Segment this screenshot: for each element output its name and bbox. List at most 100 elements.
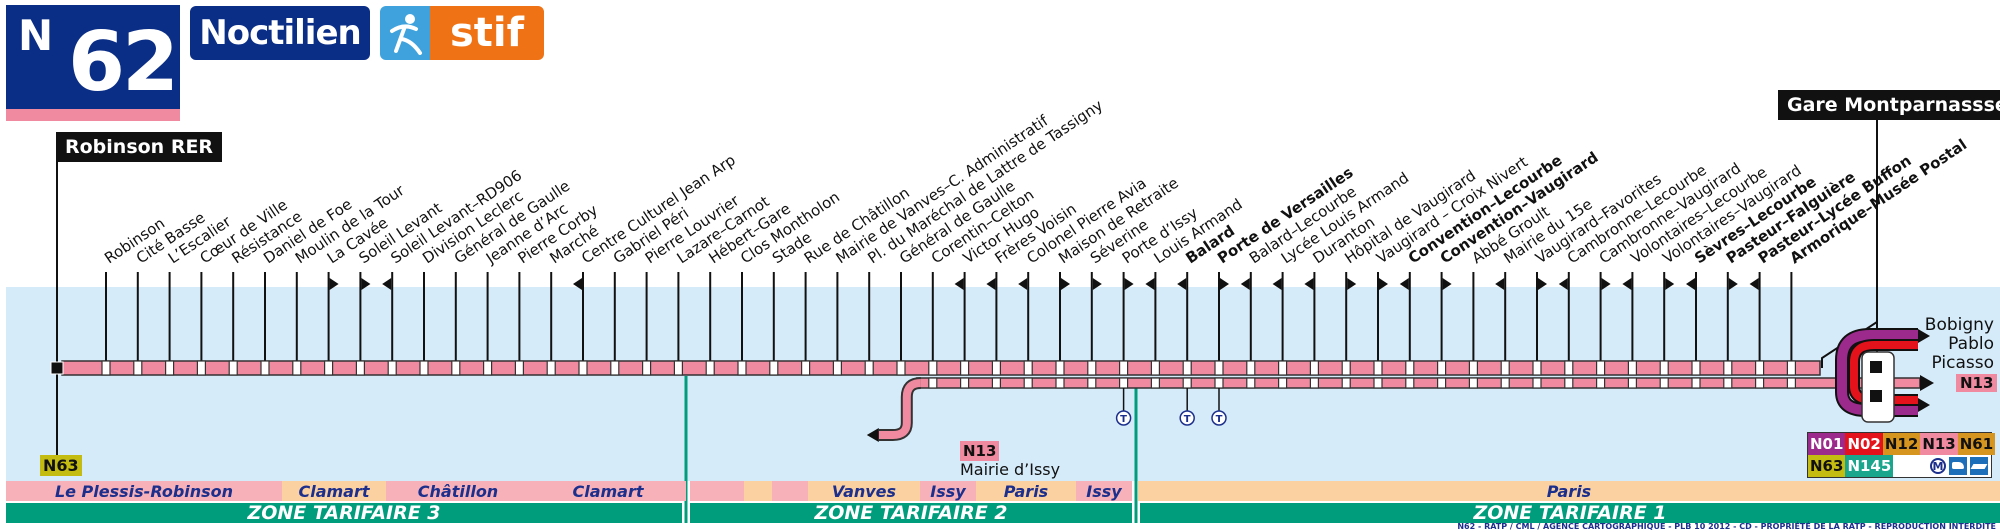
stop-marker: [451, 360, 461, 376]
direction-flag-west-icon: [1304, 278, 1314, 290]
commune-segment: Clamart: [530, 481, 686, 501]
stop-marker: [1087, 360, 1097, 376]
stop-marker: [1373, 360, 1383, 376]
direction-flag-west-icon: [1399, 278, 1409, 290]
stop-marker: [1182, 360, 1192, 376]
stop-marker: [578, 360, 588, 376]
tram-icon: [1179, 410, 1195, 426]
stop-marker: [1786, 360, 1797, 376]
connection-line-n02: N02: [1845, 433, 1883, 455]
direction-flag-east-icon: [329, 278, 339, 290]
stop-marker: [1468, 360, 1479, 376]
stop-marker-secondary: [1754, 377, 1765, 389]
branch-line-n13: [878, 379, 922, 439]
tram-icon: [1211, 410, 1227, 426]
stop-marker: [896, 360, 906, 376]
stop-marker: [705, 360, 715, 376]
fare-zone-1: ZONE TARIFAIRE 1: [1140, 502, 2000, 524]
stop-marker: [483, 360, 493, 376]
stop-marker-secondary: [1118, 377, 1129, 389]
stop-marker-secondary: [959, 377, 970, 389]
n63-connection-badge: N63: [40, 455, 82, 476]
terminus-east-stop-marker: [1870, 361, 1882, 373]
arrow-to-n13-icon: [1920, 375, 1934, 391]
stop-marker: [1532, 360, 1542, 376]
connection-line-n61: N61: [1957, 433, 1996, 455]
direction-flag-east-icon: [1061, 278, 1070, 290]
direction-flag-east-icon: [361, 278, 371, 290]
stop-marker: [1564, 360, 1574, 376]
stop-marker: [1659, 360, 1669, 376]
direction-flag-east-icon: [1538, 278, 1547, 290]
direction-flag-east-icon: [1220, 278, 1229, 290]
tram-icon: [1115, 410, 1132, 426]
transilien-train-icon: [1970, 457, 1988, 475]
stop-marker: [610, 360, 620, 376]
tram-icon-label: T: [1184, 414, 1191, 425]
direction-flag-west-icon: [1686, 278, 1695, 290]
direction-flag-west-icon: [1145, 278, 1155, 290]
stop-marker: [673, 360, 684, 376]
connection-line-n01: N01: [1808, 433, 1846, 455]
credits-text: N62 - RATP / CML / AGENCE CARTOGRAPHIQUE…: [1457, 522, 1996, 531]
stop-marker-secondary: [1659, 377, 1669, 389]
commune-segment: Issy: [1076, 481, 1132, 501]
connection-line-n145: N145: [1845, 455, 1894, 477]
direction-flag-west-icon: [1272, 278, 1282, 290]
branch-line-badge: N13: [960, 441, 1000, 461]
commune-segment: Le Plessis-Robinson: [6, 481, 282, 501]
stop-marker: [737, 360, 747, 376]
east-destination: Bobigny Pablo Picasso: [1925, 316, 1994, 373]
terminus-west-stop-marker: [50, 361, 64, 375]
terminus-west: Robinson RER: [56, 132, 223, 162]
stop-marker-secondary: [1595, 377, 1606, 389]
stop-marker-secondary: [1405, 377, 1415, 389]
stop-marker-secondary: [1468, 377, 1479, 389]
stop-marker: [1055, 360, 1065, 376]
stop-marker-secondary: [1500, 377, 1510, 389]
connection-line-n63: N63: [1808, 455, 1846, 477]
direction-flag-west-icon: [1495, 278, 1505, 290]
commune-segment: [772, 481, 808, 501]
branch-destination: Mairie d’Issy: [960, 460, 1061, 479]
fare-zone-3: ZONE TARIFAIRE 3: [6, 502, 682, 524]
stop-marker-secondary: [1246, 377, 1256, 389]
stop-marker-secondary: [991, 377, 1002, 389]
rer-train-icon: [1949, 457, 1967, 475]
stop-marker: [928, 360, 938, 376]
stop-marker: [1436, 360, 1447, 376]
stop-marker: [1150, 360, 1161, 376]
stop-marker: [514, 360, 525, 376]
stop-marker-secondary: [1182, 377, 1192, 389]
stop-marker: [546, 360, 556, 376]
stop-marker: [133, 360, 143, 376]
commune-segment: Paris: [976, 481, 1076, 501]
direction-flag-west-icon: [1018, 278, 1028, 290]
direction-flag-west-icon: [1240, 278, 1250, 290]
east-destination-line2: Pablo: [1948, 334, 1994, 354]
stop-marker: [1691, 360, 1701, 376]
commune-segment: Paris: [1138, 481, 2000, 501]
east-continuing-line-badge: N13: [1956, 374, 1998, 392]
direction-flag-east-icon: [1601, 278, 1611, 290]
stop-marker: [1309, 360, 1320, 376]
stop-marker: [1500, 360, 1510, 376]
east-destination-line1: Bobigny: [1924, 315, 1994, 335]
connection-line-n12: N12: [1882, 433, 1921, 455]
stop-marker: [292, 360, 302, 376]
line-color-bar: [6, 109, 180, 121]
stop-marker: [769, 360, 779, 376]
stop-marker: [260, 360, 270, 376]
stop-marker: [959, 360, 970, 376]
stop-marker: [1023, 360, 1033, 376]
stop-marker: [1627, 360, 1638, 376]
direction-flag-east-icon: [1665, 278, 1675, 290]
direction-flag-east-icon: [1379, 278, 1388, 290]
stop-marker-secondary: [1373, 377, 1383, 389]
stop-marker-secondary: [1055, 377, 1065, 389]
commune-segment: [690, 481, 744, 501]
tram-icon-label: T: [1120, 414, 1127, 425]
